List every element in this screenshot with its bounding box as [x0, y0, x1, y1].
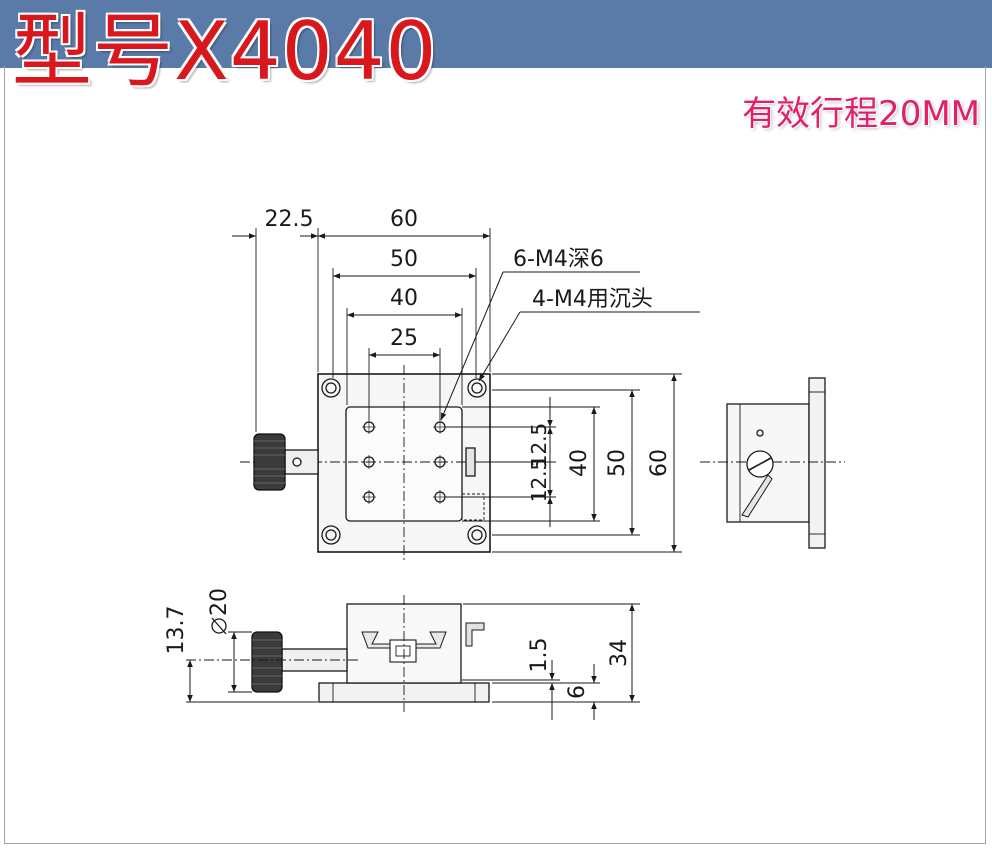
callout-leaders	[440, 271, 700, 421]
drawing-frame	[4, 66, 986, 844]
countersunk-hole-tr	[467, 378, 487, 398]
slider-block	[389, 639, 417, 663]
lock-lever-hidden	[461, 493, 485, 521]
tapped-hole	[362, 455, 376, 469]
extension-lines	[255, 228, 682, 553]
tapped-hole	[433, 455, 447, 469]
dim-width-25: 25	[390, 326, 418, 351]
top-view	[232, 228, 700, 560]
end-view-screw-hole	[756, 429, 764, 437]
dim-width-60: 60	[390, 207, 418, 232]
diameter-icon	[211, 618, 227, 634]
front-view	[186, 595, 640, 720]
tapped-hole	[433, 490, 447, 504]
countersunk-hole-tl	[321, 378, 341, 398]
countersunk-hole-br	[467, 525, 487, 545]
dimension-lines-right	[547, 374, 677, 552]
dim-gap: 1.5	[527, 638, 552, 673]
dim-total-height: 34	[607, 639, 632, 667]
front-knob	[251, 631, 283, 693]
tapped-hole	[362, 420, 376, 434]
knob-knurling	[254, 440, 285, 484]
dim-knob-height: 13.7	[164, 606, 189, 655]
end-view	[700, 377, 845, 549]
tapped-hole	[362, 490, 376, 504]
dim-height-12-5-upper: 12.5	[527, 423, 551, 468]
dim-knob-diameter: 20	[207, 588, 232, 616]
tapped-hole	[433, 420, 447, 434]
dimension-lines-top	[232, 233, 490, 358]
front-lock-lever	[465, 622, 485, 647]
shaft-pin	[292, 457, 302, 467]
countersunk-hole-bl	[321, 525, 341, 545]
dim-width-50: 50	[390, 247, 418, 272]
dim-width-40: 40	[390, 286, 418, 311]
header-bar	[0, 0, 992, 68]
dim-base-thickness: 6	[565, 685, 590, 699]
end-view-lock-lever	[741, 474, 773, 518]
callout-tapped-holes: 6-M4深6	[513, 247, 604, 272]
dim-height-40: 40	[567, 449, 592, 477]
dim-knob-offset: 22.5	[265, 207, 314, 232]
stroke-note: 有效行程20MM	[742, 94, 980, 134]
adjust-knob	[253, 433, 286, 491]
diameter-symbol-group: 20	[207, 588, 232, 635]
dim-height-60: 60	[647, 449, 672, 477]
callout-countersunk-holes: 4-M4用沉头	[532, 287, 653, 312]
dim-height-12-5-lower: 12.5	[527, 458, 551, 503]
model-title: 型号X4040	[12, 5, 438, 98]
lock-lever	[465, 447, 476, 477]
dim-height-50: 50	[605, 449, 630, 477]
end-view-flange	[808, 377, 826, 549]
